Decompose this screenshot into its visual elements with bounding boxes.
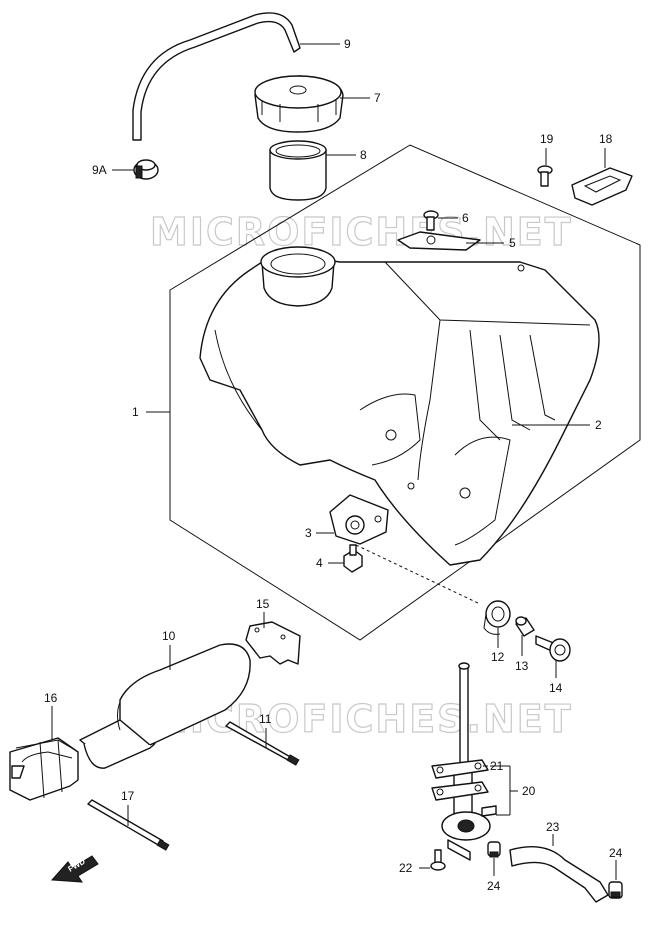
pad-15 (245, 621, 301, 665)
callout-7: 7 (374, 91, 381, 105)
callout-2: 2 (595, 418, 602, 432)
assembly-outline (169, 144, 641, 641)
callout-10: 10 (162, 629, 176, 643)
plate-5 (397, 231, 481, 251)
fuel-cap (254, 75, 344, 133)
band-17 (87, 799, 170, 851)
screw-22 (430, 849, 446, 871)
callout-23: 23 (546, 820, 560, 834)
bolt-14 (535, 635, 571, 662)
cushion-10 (79, 643, 251, 769)
watermark-top: MICROFICHES.NET (150, 210, 573, 254)
leader-lines (51, 43, 617, 880)
cap-gasket (269, 140, 327, 201)
callout-15: 15 (256, 597, 270, 611)
callout-20: 20 (522, 784, 536, 798)
callout-5: 5 (509, 236, 516, 250)
clip-24-left (487, 841, 501, 858)
callout-8: 8 (360, 148, 367, 162)
callout-6: 6 (462, 211, 469, 225)
cushion-16 (9, 737, 79, 801)
callout-18: 18 (599, 132, 613, 146)
grommet-12 (483, 600, 511, 635)
callout-14: 14 (549, 681, 563, 695)
callout-4: 4 (316, 556, 323, 570)
callout-12: 12 (491, 650, 505, 664)
callout-1: 1 (132, 405, 139, 419)
callout-24-left: 24 (487, 879, 501, 893)
bolt-4 (343, 544, 363, 573)
callout-11: 11 (259, 712, 272, 726)
callout-16: 16 (44, 691, 58, 705)
bracket-3 (329, 494, 389, 545)
callout-9: 9 (344, 37, 351, 51)
hose-clip-9a (133, 159, 159, 180)
fuel-tank (199, 246, 600, 566)
callout-21: 21 (490, 759, 504, 773)
callout-3: 3 (305, 526, 312, 540)
callout-19: 19 (540, 132, 554, 146)
callout-22: 22 (399, 861, 413, 875)
callout-9a: 9A (92, 163, 107, 177)
collar-13 (515, 616, 535, 637)
callout-13: 13 (515, 659, 529, 673)
bolt-6 (423, 210, 439, 231)
plates-21 (431, 759, 489, 801)
screw-19 (537, 165, 553, 187)
fuel-hose (509, 846, 609, 903)
callout-24-right: 24 (609, 846, 623, 860)
clip-24-right (608, 881, 623, 899)
band-11 (225, 721, 300, 766)
callout-17: 17 (121, 789, 135, 803)
breather-hose (132, 12, 301, 141)
bracket-18 (571, 167, 633, 206)
callouts: 9 7 8 9A 19 18 6 5 1 2 3 4 15 10 16 11 1… (44, 37, 623, 893)
fwd-arrow-icon: FWD (50, 855, 99, 883)
